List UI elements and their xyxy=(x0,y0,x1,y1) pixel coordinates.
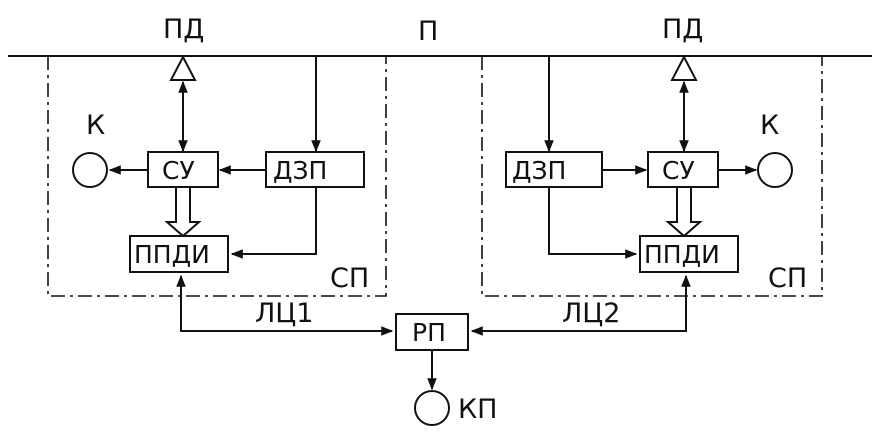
lc2-label: ЛЦ2 xyxy=(562,298,620,329)
ppdi-right-block xyxy=(639,235,739,273)
dzp-right-block xyxy=(505,151,603,188)
k-right-label: К xyxy=(760,110,779,141)
su-left-block xyxy=(147,151,219,188)
kp-circle-icon xyxy=(414,390,450,426)
k-left-label: К xyxy=(86,110,105,141)
pd-right-antenna-icon xyxy=(670,54,698,81)
dzp-left-label: ДЗП xyxy=(273,156,327,185)
su-left-label: СУ xyxy=(162,156,195,185)
dzp-ppdi-right-link xyxy=(548,187,638,259)
su-ppdi-left-bus-arrow xyxy=(164,188,202,238)
su-right-label: СУ xyxy=(662,156,695,185)
ppdi-left-block xyxy=(129,235,229,273)
su-ppdi-right-bus-arrow xyxy=(665,188,703,238)
pd-right-label: ПД xyxy=(662,14,703,45)
lc1-label: ЛЦ1 xyxy=(255,298,313,329)
kp-label: КП xyxy=(458,394,497,425)
k-right-circle-icon xyxy=(757,152,793,188)
sp-right-label: СП xyxy=(768,263,807,294)
bus-label: П xyxy=(418,16,438,47)
k-left-circle-icon xyxy=(72,152,108,188)
lc1-link xyxy=(176,274,394,336)
dzp-ppdi-left-link xyxy=(230,187,317,259)
rp-block xyxy=(395,313,469,351)
ppdi-left-label: ППДИ xyxy=(134,240,210,269)
pd-left-label: ПД xyxy=(163,14,204,45)
sp-left-label: СП xyxy=(330,263,369,294)
rp-label: РП xyxy=(412,318,446,347)
ppdi-right-label: ППДИ xyxy=(644,240,720,269)
lc2-link xyxy=(470,274,691,336)
pd-left-antenna-icon xyxy=(169,54,197,81)
dzp-right-label: ДЗП xyxy=(512,156,566,185)
